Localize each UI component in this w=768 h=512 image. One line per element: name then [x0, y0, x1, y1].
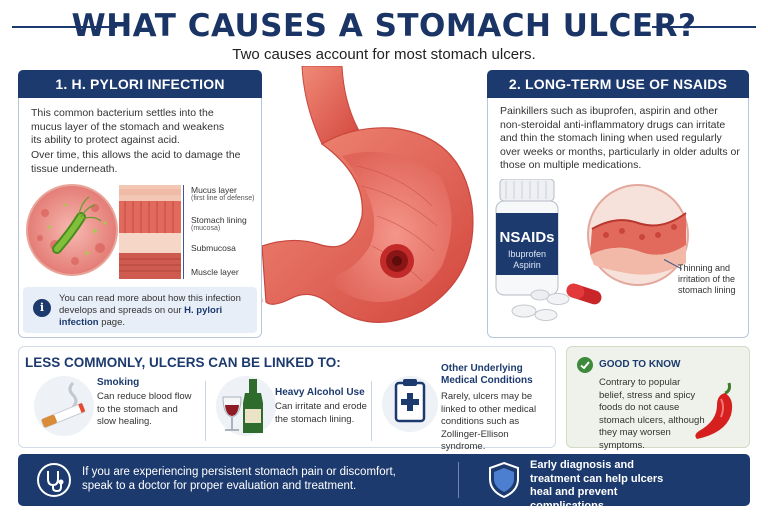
nsaids-heading: 2. LONG-TERM USE OF NSAIDS	[487, 70, 749, 98]
less-common-panel: LESS COMMONLY, ULCERS CAN BE LINKED TO: …	[18, 346, 556, 452]
info-text-part-1: You can read more about how this infecti…	[59, 293, 241, 316]
h-pylori-para-2: Over time, this allows the acid to damag…	[31, 149, 241, 175]
mucus-layer-text: Mucus layer	[191, 185, 237, 195]
stomach-illustration	[262, 66, 474, 323]
info-text: You can read more about how this infecti…	[59, 293, 251, 329]
nsaids-para: Painkillers such as ibuprofen, aspirin a…	[500, 105, 740, 171]
label-stomach-lining: Stomach lining (mucosa)	[191, 215, 247, 232]
info-icon: i	[33, 299, 51, 317]
alcohol-icon	[216, 376, 276, 436]
smoking-title: Smoking	[97, 377, 140, 388]
info-text-part-2: page.	[98, 317, 126, 328]
bottom-advice-bar: If you are experiencing persistent stoma…	[18, 454, 750, 512]
divider-2	[371, 381, 372, 441]
good-to-know-text: Contrary to popular belief, stress and s…	[599, 377, 705, 451]
bottle-sub-aspirin: Aspirin	[513, 260, 541, 270]
doctor-advice-text: If you are experiencing persistent stoma…	[82, 466, 396, 492]
stomach-wall-layers-diagram	[119, 185, 181, 279]
bottle-label: NSAIDs	[499, 229, 555, 246]
stethoscope-icon	[37, 463, 71, 497]
h-pylori-link[interactable]: H. pylori infection	[59, 305, 223, 328]
divider-1	[205, 381, 206, 441]
good-to-know-panel: GOOD TO KNOW Contrary to popular belief,…	[566, 346, 750, 451]
stomach-lining-sub: (mucosa)	[191, 225, 221, 232]
pill-bottle-icon	[495, 179, 559, 296]
smoking-text: Can reduce blood flow to the stomach and…	[97, 391, 192, 427]
page-subtitle: Two causes account for most stomach ulce…	[232, 46, 536, 63]
bar-divider	[458, 462, 459, 498]
title-rule-right	[652, 26, 756, 28]
alcohol-text: Can irritate and erode the stomach linin…	[275, 401, 367, 425]
layer-bracket	[183, 185, 184, 279]
bacteria-magnified-icon	[26, 184, 118, 276]
page-title: WHAT CAUSES A STOMACH ULCER?	[71, 8, 697, 44]
thinning-label: Thinning and irritation of the stomach l…	[678, 263, 736, 295]
title-rule-left	[12, 26, 117, 28]
less-common-heading: LESS COMMONLY, ULCERS CAN BE LINKED TO:	[25, 355, 341, 370]
nsaids-panel: 2. LONG-TERM USE OF NSAIDS Painkillers s…	[487, 70, 749, 338]
h-pylori-heading: 1. H. PYLORI INFECTION	[18, 70, 262, 98]
shield-icon	[489, 461, 519, 499]
early-diagnosis-text: Early diagnosis and treatment can help u…	[530, 459, 664, 512]
medical-title: Other Underlying Medical Conditions	[441, 363, 533, 386]
medical-text: Rarely, ulcers may be linked to other me…	[441, 391, 537, 452]
stomach-lining-text: Stomach lining	[191, 215, 247, 225]
cigarette-icon	[34, 376, 94, 436]
alcohol-title: Heavy Alcohol Use	[275, 387, 365, 398]
mucus-layer-sub: (first line of defense)	[191, 195, 255, 202]
good-to-know-heading: GOOD TO KNOW	[599, 359, 681, 370]
thinning-lining-magnified	[587, 184, 689, 286]
pills-icon	[511, 283, 602, 321]
h-pylori-info-box: i You can read more about how this infec…	[23, 287, 257, 333]
h-pylori-panel: 1. H. PYLORI INFECTION This common bacte…	[18, 70, 262, 338]
bottle-sub-ibuprofen: Ibuprofen	[507, 249, 547, 259]
label-muscle-layer: Muscle layer	[191, 267, 239, 277]
chili-pepper-icon	[695, 382, 733, 439]
check-icon	[577, 357, 593, 373]
label-mucus-layer: Mucus layer (first line of defense)	[191, 185, 254, 202]
label-submucosa: Submucosa	[191, 243, 236, 253]
medical-clipboard-icon	[382, 376, 438, 432]
h-pylori-para-1: This common bacterium settles into the m…	[31, 107, 225, 146]
